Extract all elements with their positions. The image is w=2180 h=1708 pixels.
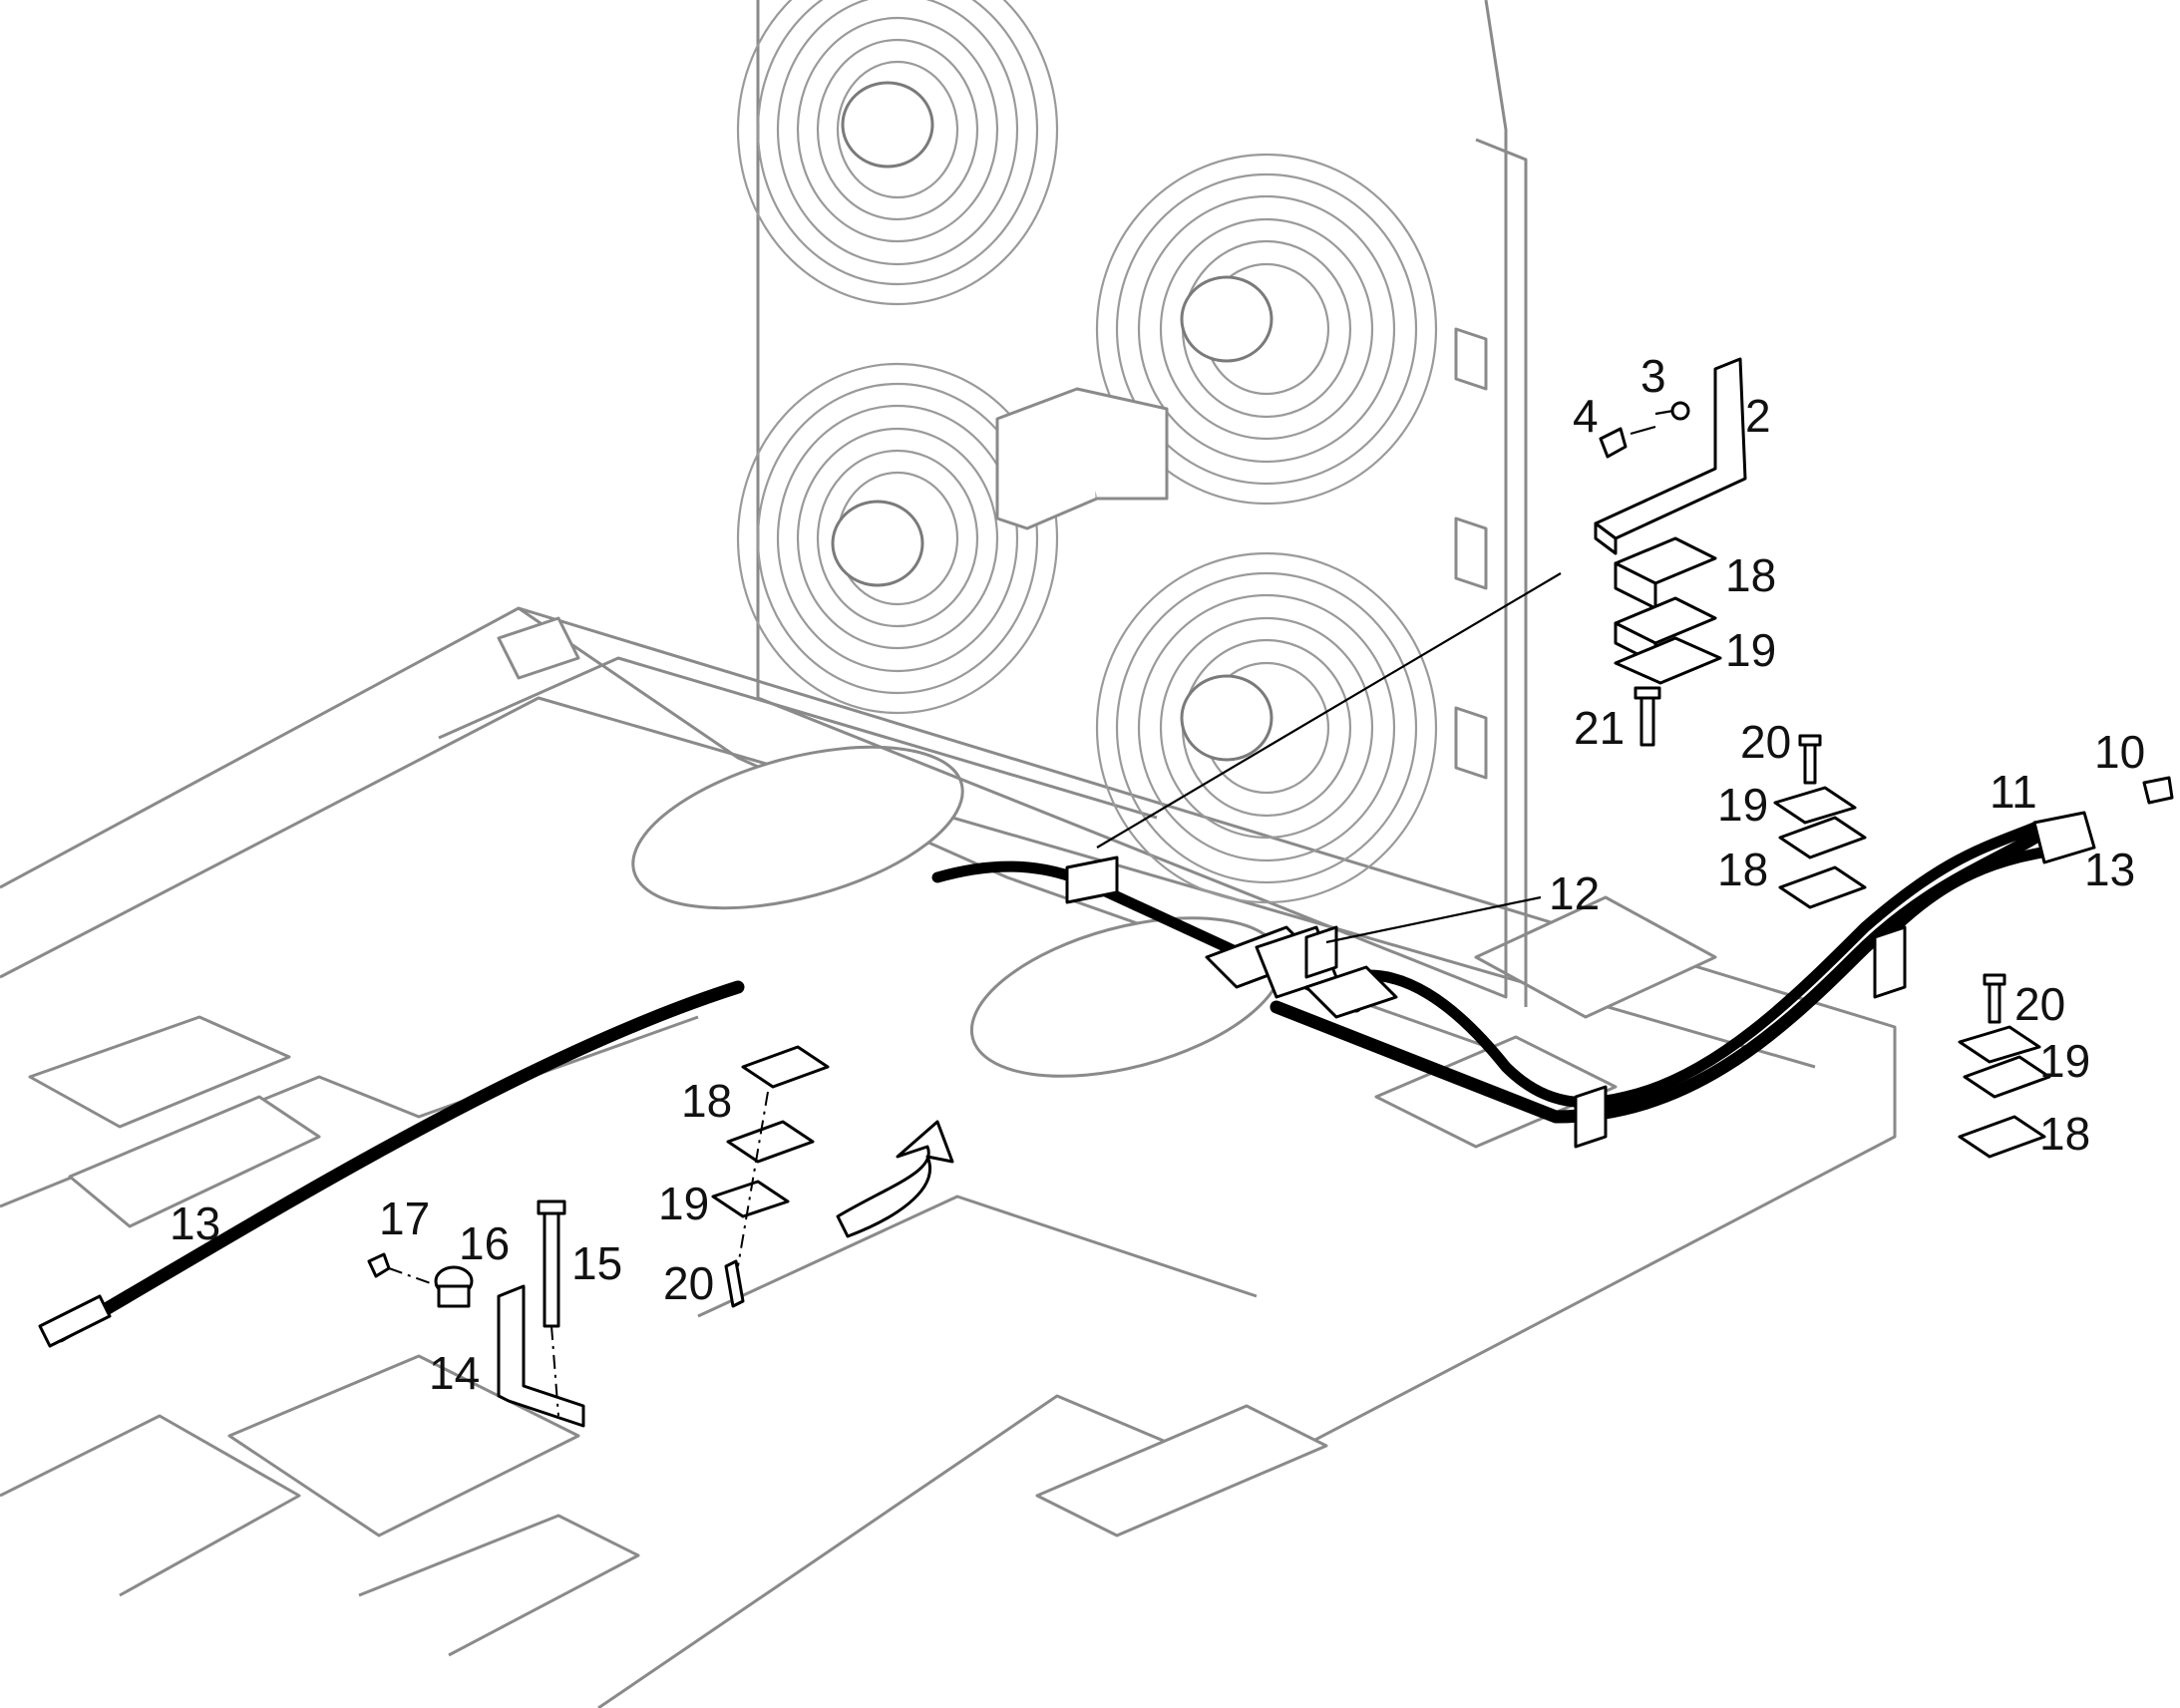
callout-21: 21 bbox=[1574, 702, 1625, 754]
callout-10: 10 bbox=[2094, 726, 2145, 778]
center-assembly-axis bbox=[737, 1091, 769, 1267]
callout-17: 17 bbox=[379, 1193, 430, 1244]
cooling-fan-lower-left bbox=[736, 362, 1059, 715]
bolt-21 bbox=[1634, 686, 1661, 747]
clamp-18-right-bottom bbox=[1958, 1055, 2051, 1159]
callout-13: 13 bbox=[2084, 844, 2135, 895]
bolt-20-right-top bbox=[1798, 734, 1822, 785]
callout-11: 11 bbox=[1990, 766, 2037, 818]
callout-19: 19 bbox=[2039, 1035, 2090, 1087]
callout-18: 18 bbox=[681, 1075, 732, 1127]
callout-13: 13 bbox=[170, 1197, 220, 1249]
callout-14: 14 bbox=[429, 1347, 480, 1399]
plate-19-upper bbox=[1614, 636, 1722, 685]
washer-3 bbox=[1670, 401, 1690, 421]
callout-3: 3 bbox=[1640, 350, 1666, 402]
bolt-20-right-bottom bbox=[1983, 973, 2006, 1024]
leader-lines bbox=[1096, 409, 1674, 944]
callout-19: 19 bbox=[1717, 779, 1768, 831]
screw-4 bbox=[1599, 427, 1628, 459]
bracket-2 bbox=[1594, 357, 1747, 555]
bracket-14 bbox=[497, 1284, 585, 1428]
cooling-fan-upper-right bbox=[1095, 153, 1438, 506]
clamp-18-center bbox=[726, 1045, 830, 1164]
callout-19: 19 bbox=[1725, 624, 1776, 676]
rotation-arrow bbox=[836, 1120, 954, 1238]
callout-20: 20 bbox=[2014, 978, 2065, 1030]
callout-18: 18 bbox=[2039, 1108, 2090, 1160]
clamp-half-18-upper bbox=[1614, 536, 1717, 610]
callout-20: 20 bbox=[663, 1257, 714, 1309]
clamp-16 bbox=[434, 1265, 474, 1308]
screw-17 bbox=[367, 1252, 391, 1278]
clamp-18-right-top bbox=[1778, 816, 1867, 909]
hose-fittings bbox=[38, 776, 2174, 1348]
callout-15: 15 bbox=[571, 1237, 622, 1289]
radiator-housing bbox=[756, 0, 1528, 1007]
screw-17-axis bbox=[388, 1267, 440, 1287]
callout-4: 4 bbox=[1573, 390, 1599, 442]
cooling-fan-upper-left bbox=[736, 0, 1059, 306]
valve-block bbox=[995, 387, 1169, 530]
callout-19: 19 bbox=[658, 1178, 709, 1229]
callout-18: 18 bbox=[1725, 549, 1776, 601]
mounting-plates bbox=[631, 745, 1284, 1078]
bolt-15 bbox=[537, 1199, 566, 1328]
callout-2: 2 bbox=[1745, 390, 1771, 442]
bolt-20-center bbox=[724, 1259, 745, 1308]
plate-19-right-bottom bbox=[1958, 1025, 2041, 1064]
callout-12: 12 bbox=[1549, 867, 1600, 919]
callout-20: 20 bbox=[1740, 716, 1791, 768]
callout-18: 18 bbox=[1717, 844, 1768, 895]
plate-19-right-top bbox=[1773, 786, 1857, 825]
cooling-fan-lower-right bbox=[1095, 551, 1438, 904]
hydraulic-hoses bbox=[53, 822, 2080, 1343]
callout-16: 16 bbox=[459, 1217, 510, 1269]
callout-labels: 2 3 4 18 19 21 20 19 18 10 11 13 12 20 1… bbox=[170, 350, 2145, 1399]
